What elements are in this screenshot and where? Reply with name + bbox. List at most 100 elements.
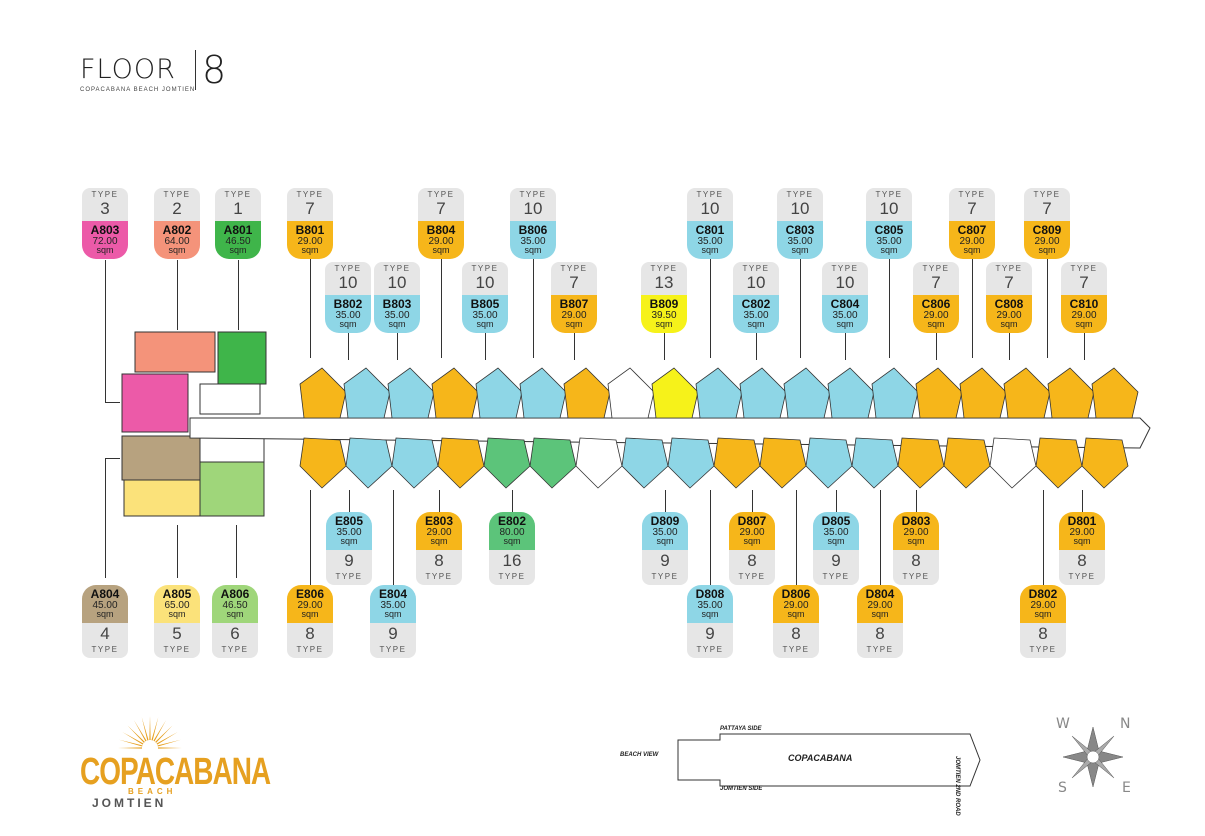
unit-area: 35.00 bbox=[652, 527, 678, 538]
unit-code: A806 bbox=[220, 587, 250, 601]
core-a bbox=[199, 383, 261, 415]
area-unit: sqm bbox=[963, 245, 981, 255]
type-number: 7 bbox=[305, 199, 315, 218]
compass-icon bbox=[1062, 726, 1124, 788]
leader-line bbox=[105, 260, 106, 402]
leader-line bbox=[441, 259, 442, 358]
leader-line bbox=[512, 490, 513, 512]
key-jomtien-side: JOMTIEN SIDE bbox=[720, 786, 763, 792]
type-label: TYPE bbox=[995, 264, 1023, 273]
unit-area: 35.00 bbox=[876, 236, 902, 247]
type-label: TYPE bbox=[822, 572, 850, 581]
type-label: TYPE bbox=[471, 264, 499, 273]
type-number: 7 bbox=[967, 199, 977, 218]
unit-code: C804 bbox=[830, 297, 860, 311]
leader-line bbox=[756, 333, 757, 360]
unit-code: E806 bbox=[295, 587, 325, 601]
unit-code: E803 bbox=[424, 514, 454, 528]
area-unit: sqm bbox=[1075, 319, 1093, 329]
area-unit: sqm bbox=[565, 319, 583, 329]
area-unit: sqm bbox=[927, 319, 945, 329]
bottom-wing-unit bbox=[667, 437, 715, 489]
area-unit: sqm bbox=[701, 245, 719, 255]
top-wing-unit bbox=[915, 367, 963, 419]
unit-code: B801 bbox=[295, 223, 325, 237]
type-label: TYPE bbox=[334, 264, 362, 273]
leader-line bbox=[1084, 333, 1085, 360]
unit-code: D803 bbox=[901, 514, 931, 528]
type-number: 7 bbox=[1004, 273, 1014, 292]
compass-rose: N E S W bbox=[1050, 714, 1136, 800]
bottom-wing-unit bbox=[299, 437, 347, 489]
type-number: 4 bbox=[100, 624, 110, 643]
type-number: 13 bbox=[654, 273, 674, 292]
type-label: TYPE bbox=[425, 572, 453, 581]
unit-a805-plan bbox=[123, 479, 211, 517]
unit-area: 29.00 bbox=[996, 310, 1022, 321]
unit-code: C810 bbox=[1069, 297, 1099, 311]
area-unit: sqm bbox=[301, 609, 319, 619]
unit-area: 35.00 bbox=[336, 527, 362, 538]
leader-line bbox=[752, 490, 753, 512]
area-unit: sqm bbox=[476, 319, 494, 329]
area-unit: sqm bbox=[168, 245, 186, 255]
leader-line bbox=[533, 259, 534, 358]
bottom-wing-unit bbox=[1035, 437, 1083, 489]
type-number: 10 bbox=[790, 199, 810, 218]
unit-code: D805 bbox=[821, 514, 851, 528]
type-number: 7 bbox=[1079, 273, 1089, 292]
unit-code: C807 bbox=[957, 223, 987, 237]
area-unit: sqm bbox=[880, 245, 898, 255]
leader-line bbox=[664, 333, 665, 360]
type-number: 7 bbox=[1042, 199, 1052, 218]
area-unit: sqm bbox=[791, 245, 809, 255]
unit-area: 35.00 bbox=[832, 310, 858, 321]
unit-code: A805 bbox=[162, 587, 192, 601]
unit-code: D806 bbox=[781, 587, 811, 601]
leader-line bbox=[105, 402, 120, 403]
bottom-wing-unit bbox=[345, 437, 393, 489]
floor-number: 8 bbox=[195, 50, 226, 90]
type-number: 10 bbox=[879, 199, 899, 218]
unit-area: 35.00 bbox=[697, 600, 723, 611]
type-number: 9 bbox=[344, 551, 354, 570]
compass-s: S bbox=[1058, 780, 1067, 796]
top-wing-unit bbox=[959, 367, 1007, 419]
unit-area: 35.00 bbox=[335, 310, 361, 321]
top-wing-unit bbox=[475, 367, 523, 419]
unit-code: B806 bbox=[518, 223, 548, 237]
type-number: 8 bbox=[747, 551, 757, 570]
leader-line bbox=[889, 259, 890, 358]
